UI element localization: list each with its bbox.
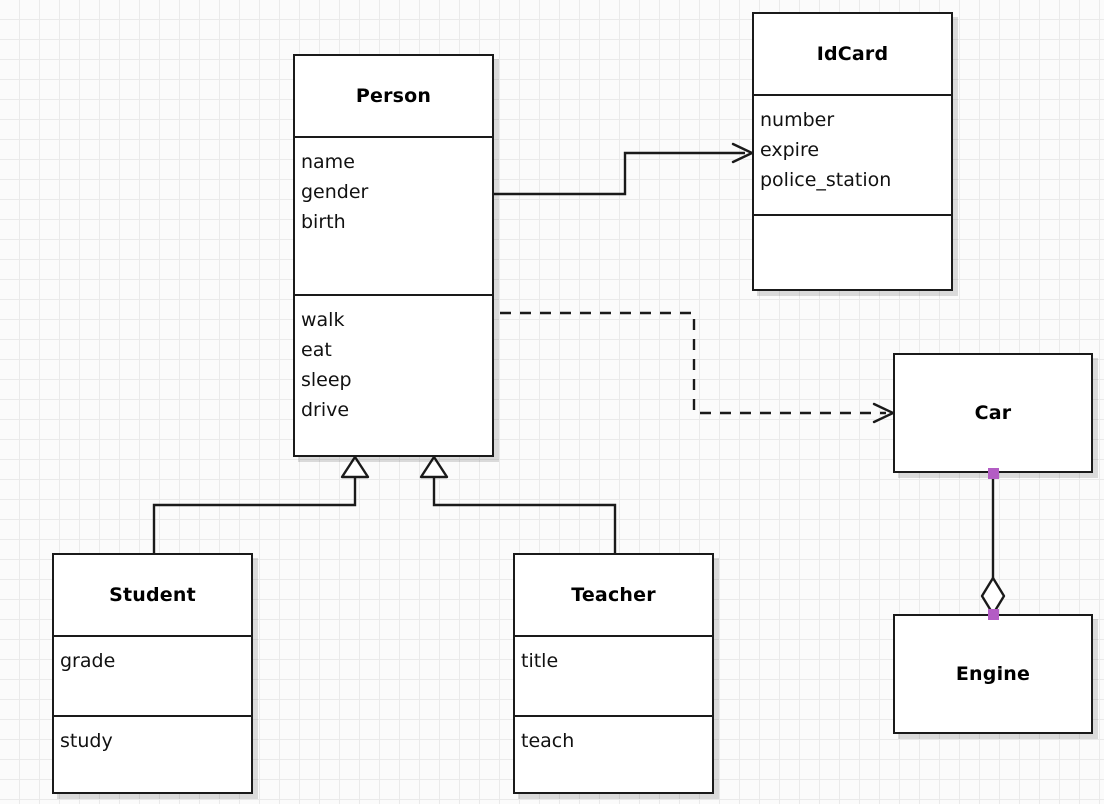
attributes-teacher: title [515,635,712,715]
attribute-item: gender [301,180,369,203]
generalization-student-person[interactable] [152,455,370,553]
attribute-item: name [301,150,355,173]
attributes-person: name gender birth [295,135,492,294]
uml-class-engine[interactable]: Engine [893,614,1093,734]
attributes-student: grade [54,635,251,715]
generalization-teacher-person[interactable] [419,455,617,553]
class-name-engine: Engine [955,663,1031,685]
attribute-item: grade [60,650,116,672]
uml-class-person[interactable]: Person name gender birth walk eat sleep … [293,54,494,457]
operations-student: study [54,715,251,792]
attributes-idcard: number expire police_station [754,94,951,214]
uml-class-teacher[interactable]: Teacher title teach [513,553,714,794]
operation-item: teach [521,730,575,752]
operation-item: drive [301,398,350,421]
attribute-item: expire [760,139,820,161]
edge-handle-engine-end[interactable] [988,609,999,620]
operation-item: sleep [301,368,352,391]
association-person-idcard[interactable] [494,142,754,196]
uml-class-student[interactable]: Student grade study [52,553,253,794]
attribute-item: police_station [760,169,892,191]
operation-item: walk [301,308,345,331]
attribute-item: title [521,650,559,672]
operations-idcard [754,214,951,289]
attribute-item: number [760,109,835,131]
uml-class-idcard[interactable]: IdCard number expire police_station [752,12,953,291]
aggregation-car-engine[interactable] [980,473,1006,616]
class-name-teacher: Teacher [571,584,656,606]
edge-handle-car-end[interactable] [988,468,999,479]
operation-item: eat [301,338,332,361]
class-name-student: Student [109,584,196,606]
operation-item: study [60,730,113,752]
operations-teacher: teach [515,715,712,792]
class-name-car: Car [974,402,1012,424]
uml-class-car[interactable]: Car [893,353,1093,473]
class-name-person: Person [355,84,432,107]
dependency-person-car[interactable] [500,311,895,424]
attribute-item: birth [301,210,346,233]
class-name-idcard: IdCard [816,43,889,65]
operations-person: walk eat sleep drive [295,293,492,455]
